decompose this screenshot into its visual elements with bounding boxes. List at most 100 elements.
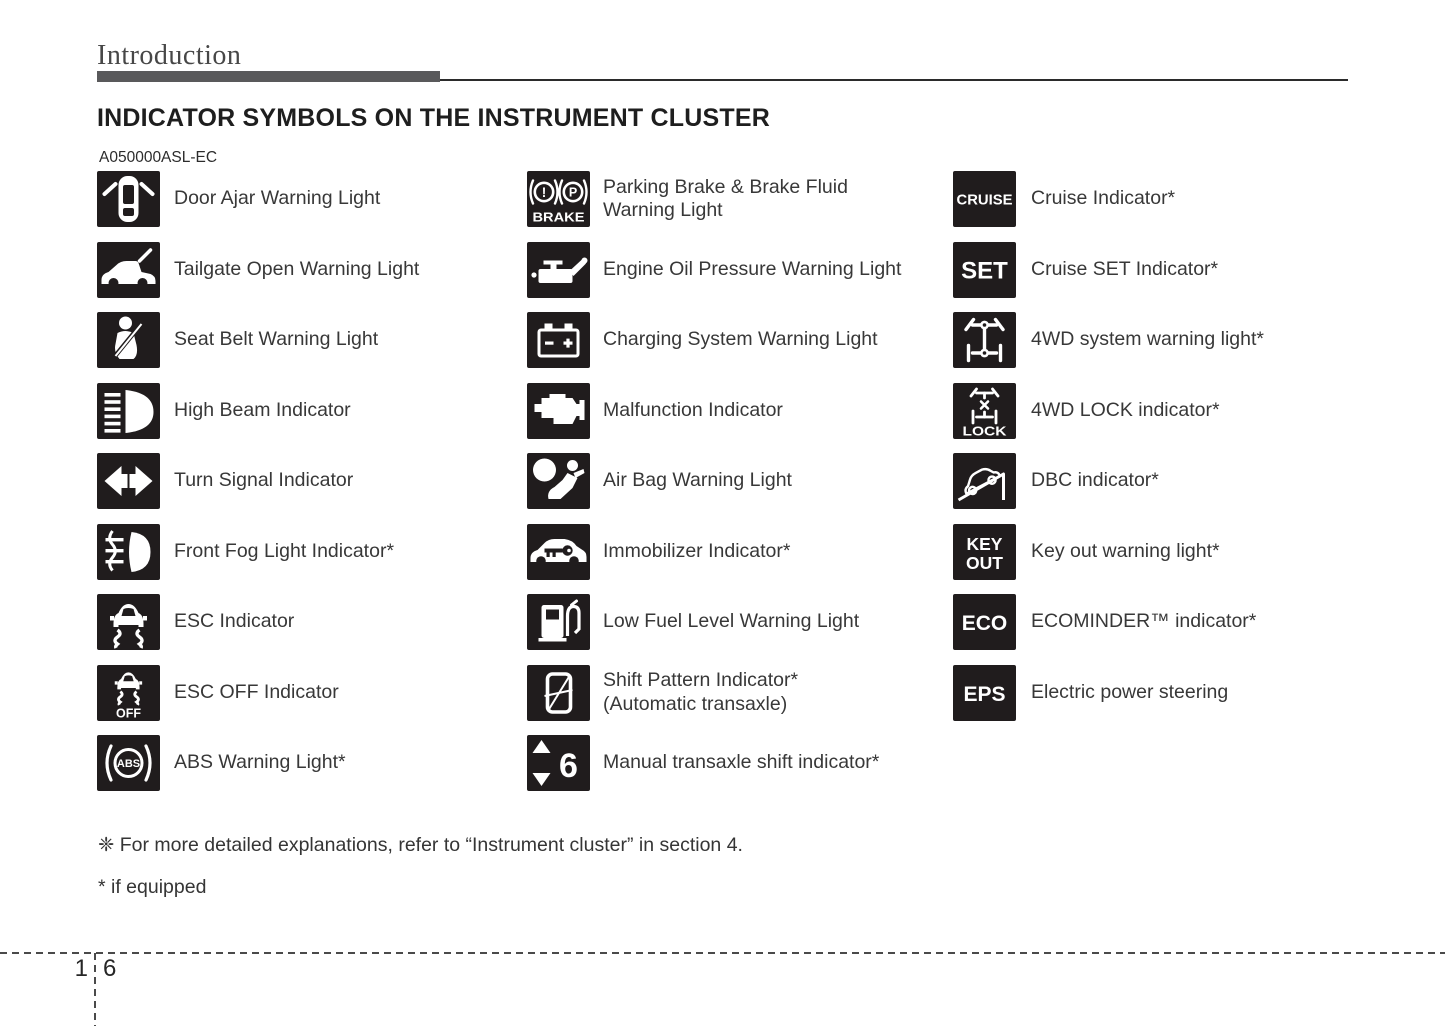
parking-brake-warning-icon: ! P BRAKE [527,171,590,227]
page-number: 6 [103,955,117,982]
indicator-row: Engine Oil Pressure Warning Light [527,241,953,298]
indicator-label: Malfunction Indicator [603,398,783,421]
set-text: SET [961,257,1008,284]
indicator-label: Immobilizer Indicator* [603,539,791,562]
indicator-row: 6 Manual transaxle shift indicator* [527,735,953,791]
indicator-label: DBC indicator* [1031,469,1159,492]
indicator-label: Air Bag Warning Light [603,469,792,492]
4wd-warning-icon [953,312,1016,368]
cruise-set-indicator-icon: SET [953,241,1016,298]
indicator-row: Tailgate Open Warning Light [97,241,527,298]
turn-signal-icon [97,453,160,509]
footer-dashed-divider [94,953,96,1026]
page-section-number: 1 [74,955,88,982]
esc-off-indicator-icon: OFF [97,664,160,721]
indicator-row: EPS Electric power steering [953,664,1405,721]
front-fog-light-icon [97,523,160,580]
indicator-label: Key out warning light* [1031,539,1220,562]
indicator-label: Engine Oil Pressure Warning Light [603,257,902,280]
section-code: A050000ASL-EC [99,149,218,166]
indicator-label: Seat Belt Warning Light [174,328,379,351]
esc-indicator-icon [97,594,160,650]
brake-text: BRAKE [533,211,585,225]
indicator-label: Front Fog Light Indicator* [174,539,395,562]
indicator-label-line1: Shift Pattern Indicator* [603,669,799,692]
indicator-row: ECO ECOMINDER™ indicator* [953,594,1405,650]
indicator-row: LOCK 4WD LOCK indicator* [953,382,1405,439]
eco-text: ECO [962,612,1008,635]
gear-six-text: 6 [559,747,578,785]
esc-off-text: OFF [116,706,141,720]
chapter-title: Introduction [97,40,242,71]
indicator-label: ESC OFF Indicator [174,680,339,703]
eps-indicator-icon: EPS [953,664,1016,721]
indicator-row: Charging System Warning Light [527,312,953,368]
indicator-label: Charging System Warning Light [603,328,878,351]
door-ajar-warning-icon [97,171,160,227]
abs-warning-icon: ABS [97,735,160,791]
indicator-label: Manual transaxle shift indicator* [603,751,880,774]
malfunction-indicator-icon [527,382,590,439]
indicator-label: ECOMINDER™ indicator* [1031,610,1257,633]
indicator-row: Low Fuel Level Warning Light [527,594,953,650]
column-1: Door Ajar Warning Light Tailgate Open Wa… [97,171,527,791]
indicator-label: 4WD system warning light* [1031,328,1264,351]
4wd-lock-indicator-icon: LOCK [953,382,1016,439]
page-title: INDICATOR SYMBOLS ON THE INSTRUMENT CLUS… [97,104,770,132]
indicator-label: Low Fuel Level Warning Light [603,610,860,633]
cruise-indicator-icon: CRUISE [953,171,1016,227]
indicator-row: DBC indicator* [953,453,1405,509]
lock-text: LOCK [963,424,1007,438]
cruise-text: CRUISE [957,192,1013,209]
indicator-row: Shift Pattern Indicator*(Automatic trans… [527,664,953,721]
footnote-reference: ❈ For more detailed explanations, refer … [98,834,743,856]
indicator-row: Door Ajar Warning Light [97,171,527,227]
indicator-row: Malfunction Indicator [527,382,953,439]
indicator-label: Cruise SET Indicator* [1031,257,1219,280]
indicator-label-line2: (Automatic transaxle) [603,692,788,715]
immobilizer-indicator-icon [527,523,590,580]
indicator-label: Turn Signal Indicator [174,469,354,492]
header-accent-bar [97,71,440,82]
indicator-label-line2: Warning Light [603,199,723,221]
shift-pattern-indicator-icon [527,664,590,721]
key-out-line2-text: OUT [966,553,1003,573]
indicator-row: SET Cruise SET Indicator* [953,241,1405,298]
indicator-label: Cruise Indicator* [1031,187,1176,210]
indicator-row: OFF ESC OFF Indicator [97,664,527,721]
air-bag-warning-icon [527,453,590,509]
indicator-label: High Beam Indicator [174,398,351,421]
indicator-label: ESC Indicator [174,610,295,633]
indicator-row: ESC Indicator [97,594,527,650]
indicator-label: Tailgate Open Warning Light [174,257,420,280]
indicator-label: Electric power steering [1031,680,1229,703]
key-out-line1-text: KEY [967,534,1003,554]
indicator-row: ABS ABS Warning Light* [97,735,527,791]
indicator-row: KEY OUT Key out warning light* [953,523,1405,580]
indicator-row: Immobilizer Indicator* [527,523,953,580]
indicator-row: Seat Belt Warning Light [97,312,527,368]
indicator-row: Turn Signal Indicator [97,453,527,509]
dbc-indicator-icon [953,453,1016,509]
tailgate-open-warning-icon [97,241,160,298]
indicator-row: Front Fog Light Indicator* [97,523,527,580]
header-rule [97,79,1348,81]
indicator-label-line1: Parking Brake & Brake Fluid [603,175,848,198]
engine-oil-pressure-icon [527,241,590,298]
abs-text: ABS [117,758,140,770]
eps-text: EPS [963,683,1005,706]
key-out-warning-icon: KEY OUT [953,523,1016,580]
brake-exclaim-text: ! [542,185,547,200]
indicator-row: High Beam Indicator [97,382,527,439]
indicator-row: Air Bag Warning Light [527,453,953,509]
indicator-label: 4WD LOCK indicator* [1031,398,1220,421]
charging-system-icon [527,312,590,368]
seat-belt-warning-icon [97,312,160,368]
footer-dashed-line [0,952,1445,954]
ecominder-indicator-icon: ECO [953,594,1016,650]
brake-park-text: P [569,186,577,200]
low-fuel-warning-icon [527,594,590,650]
